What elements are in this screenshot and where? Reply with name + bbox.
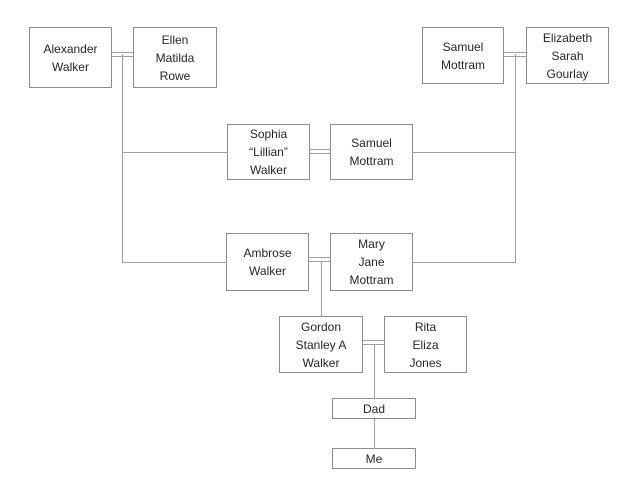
person-name-line: Sarah [551, 48, 584, 63]
person-name-line: Alexander [43, 41, 98, 56]
person-name-line: Mary [358, 237, 385, 251]
person-box-samuel-mottram-sr: Samuel Mottram [422, 27, 504, 84]
person-box-mary-jane-mottram: Mary Jane Mottram [330, 233, 413, 291]
person-box-sophia-lillian-walker: Sophia “Lillian” Walker [227, 124, 310, 180]
marriage-connector-ambrose-mary [309, 257, 330, 262]
descent-line-branch-to-ambrose [122, 262, 227, 263]
descent-line-walker-vertical [122, 54, 123, 263]
descent-line-to-dad [374, 344, 375, 399]
person-name-line: Ellen [161, 32, 189, 47]
person-box-rita-eliza-jones: Rita Eliza Jones [384, 316, 467, 373]
person-name-line: Samuel [351, 136, 392, 150]
person-name-line: Rita [414, 319, 437, 334]
descent-line-branch-to-mary [412, 262, 516, 263]
person-name-line: Eliza [412, 337, 439, 352]
descent-line-branch-to-samuel-jr [412, 152, 516, 153]
person-box-me: Me [332, 448, 416, 469]
person-name-line: Stanley A [295, 337, 347, 352]
person-name-line: Mottram [349, 154, 394, 168]
descent-line-to-me [374, 419, 375, 449]
person-name-line: Rowe [159, 68, 191, 83]
person-box-ambrose-walker: Ambrose Walker [226, 233, 309, 291]
person-name-line: Jane [358, 255, 385, 269]
person-box-dad: Dad [332, 398, 416, 419]
person-name-line: Sophia [249, 127, 288, 141]
person-name-line: Gordon [300, 319, 342, 334]
descent-line-to-gordon [321, 261, 322, 317]
person-name-line: Dad [362, 401, 385, 416]
person-box-alexander-walker: Alexander Walker [29, 27, 112, 88]
person-name-line: Walker [249, 264, 286, 278]
person-name-line: Matilda [155, 50, 195, 65]
person-name-line: Mottram [349, 273, 394, 287]
person-name-line: Me [365, 451, 383, 466]
marriage-connector-gordon-rita [363, 340, 384, 345]
person-name-line: Ambrose [243, 246, 292, 260]
person-name-line: Elizabeth [542, 30, 593, 45]
person-name-line: Samuel [442, 39, 484, 54]
person-box-ellen-matilda-rowe: Ellen Matilda Rowe [133, 27, 217, 88]
person-name-line: “Lillian” [249, 145, 288, 159]
person-name-line: Jones [409, 355, 442, 370]
person-name-line: Walker [302, 355, 340, 370]
person-box-samuel-mottram-jr: Samuel Mottram [330, 124, 413, 180]
person-name-line: Mottram [440, 57, 485, 72]
person-name-line: Walker [250, 163, 287, 177]
person-name-line: Walker [52, 59, 89, 74]
descent-line-mottram-vertical [515, 54, 516, 263]
person-name-line: Gourlay [546, 66, 589, 81]
person-box-gordon-stanley-a-walker: Gordon Stanley A Walker [279, 316, 363, 373]
descent-line-branch-to-sophia [122, 152, 228, 153]
person-box-elizabeth-sarah-gourlay: Elizabeth Sarah Gourlay [526, 27, 609, 84]
marriage-connector-sophia-samuel [310, 149, 330, 154]
